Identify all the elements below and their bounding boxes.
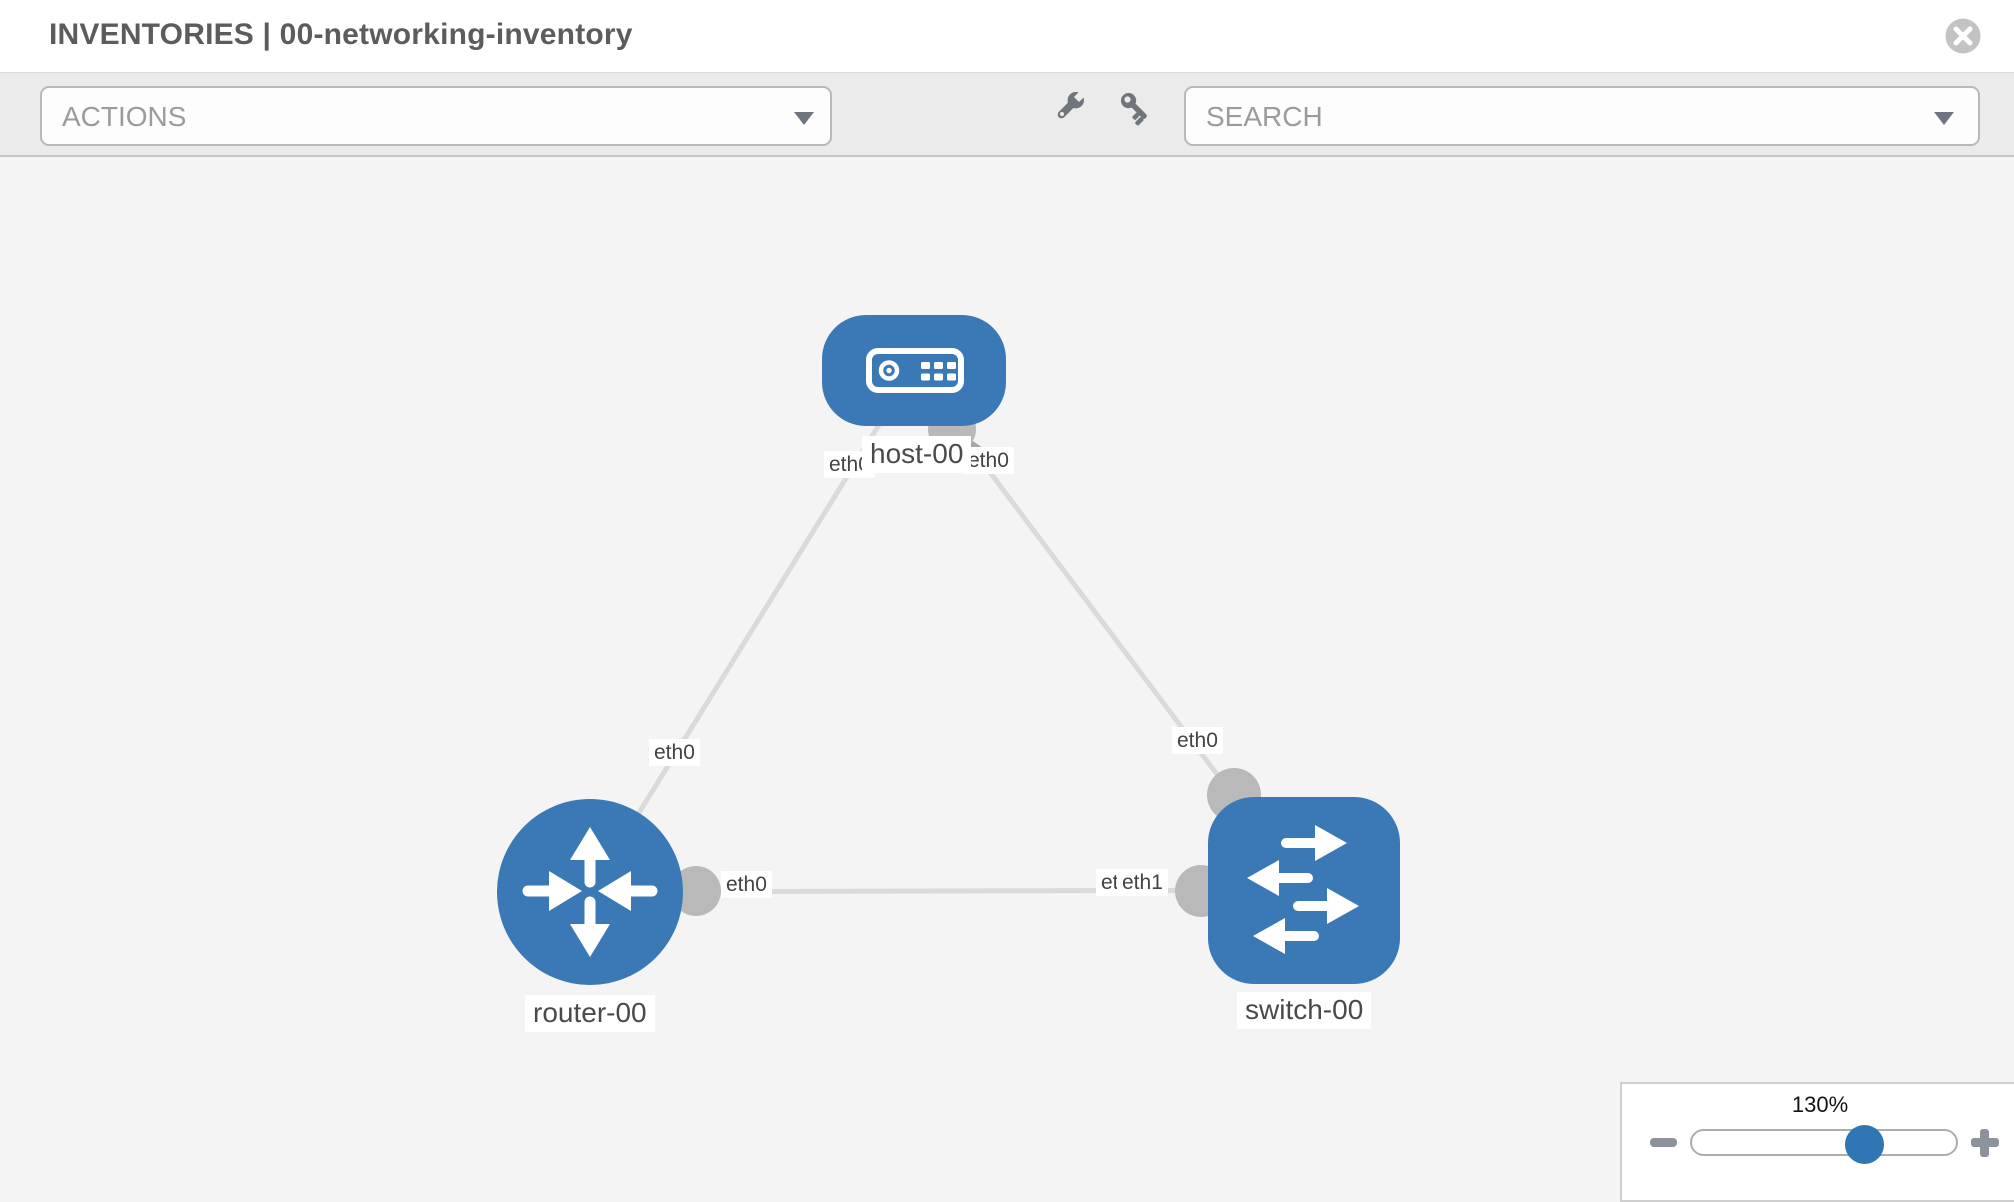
zoom-panel: 130% xyxy=(1620,1082,2014,1202)
toolbar: ACTIONS SEARCH xyxy=(0,73,2014,157)
plus-icon-bar xyxy=(1980,1129,1989,1157)
node-host-00[interactable] xyxy=(822,315,1006,426)
interface-label: eth1 xyxy=(1117,869,1168,897)
node-label-host: host-00 xyxy=(862,436,972,473)
chevron-down-icon xyxy=(794,112,814,125)
zoom-slider-thumb[interactable] xyxy=(1845,1125,1884,1164)
page-title: INVENTORIES | 00-networking-inventory xyxy=(49,18,633,51)
zoom-slider-track[interactable] xyxy=(1690,1129,1958,1156)
actions-dropdown-label: ACTIONS xyxy=(62,101,187,132)
router-icon xyxy=(522,827,658,957)
interface-label: eth0 xyxy=(649,739,700,767)
wrench-icon[interactable] xyxy=(1046,86,1090,130)
node-label-router: router-00 xyxy=(525,995,655,1032)
interface-label: eth0 xyxy=(721,871,772,899)
search-dropdown-label: SEARCH xyxy=(1206,101,1323,132)
interface-label: eth0 xyxy=(963,447,1014,475)
switch-icon xyxy=(1247,825,1359,954)
interface-dot[interactable] xyxy=(671,866,721,916)
search-dropdown[interactable]: SEARCH xyxy=(1184,86,1980,146)
actions-dropdown[interactable]: ACTIONS xyxy=(40,86,832,146)
node-switch-00[interactable] xyxy=(1208,797,1400,984)
node-label-switch: switch-00 xyxy=(1237,992,1372,1029)
chevron-down-icon xyxy=(1934,112,1954,125)
close-icon[interactable] xyxy=(1944,17,1982,55)
plus-icon[interactable] xyxy=(1971,1129,1999,1157)
key-icon[interactable] xyxy=(1114,86,1158,130)
interface-label: eth0 xyxy=(1172,727,1223,755)
minus-icon[interactable] xyxy=(1650,1138,1677,1147)
host-icon xyxy=(866,348,964,393)
zoom-level-value: 130% xyxy=(1791,1092,1849,1117)
node-router-00[interactable] xyxy=(497,799,683,985)
header-bar: INVENTORIES | 00-networking-inventory xyxy=(0,0,2014,73)
